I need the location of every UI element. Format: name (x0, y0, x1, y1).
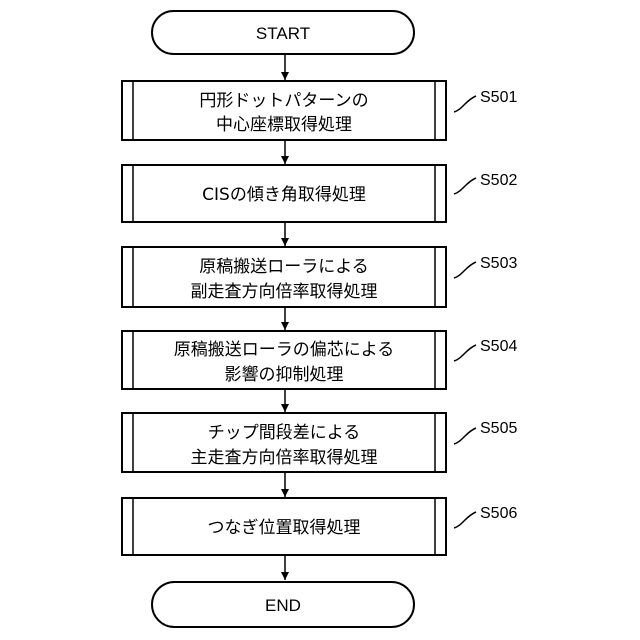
start-terminal: START (152, 11, 414, 54)
leader-line-s503 (454, 262, 476, 278)
leader-line-s501 (454, 96, 476, 112)
leader-line-s502 (454, 178, 476, 194)
process-box-s505: チップ間段差による 主走査方向倍率取得処理 (122, 413, 446, 472)
process-box-s502: CISの傾き角取得処理 (122, 165, 446, 222)
step-id-s506: S506 (480, 505, 517, 522)
process-box-s501: 円形ドットパターンの 中心座標取得処理 (122, 81, 446, 140)
step-id-s505: S505 (480, 420, 517, 437)
step-label: チップ間段差による (208, 423, 361, 443)
step-label: 中心座標取得処理 (216, 115, 352, 135)
step-id-s502: S502 (480, 172, 517, 189)
step-label: 副走査方向倍率取得処理 (191, 282, 378, 302)
step-label: 影響の抑制処理 (225, 365, 344, 385)
start-label: START (256, 24, 310, 43)
step-label: CISの傾き角取得処理 (202, 185, 366, 205)
process-box-s503: 原稿搬送ローラによる 副走査方向倍率取得処理 (122, 247, 446, 307)
step-label: つなぎ位置取得処理 (208, 518, 361, 538)
process-box-s504: 原稿搬送ローラの偏芯による 影響の抑制処理 (122, 331, 446, 389)
step-id-s503: S503 (480, 255, 517, 272)
process-box-s506: つなぎ位置取得処理 (122, 498, 446, 555)
step-label: 原稿搬送ローラの偏芯による (174, 340, 395, 360)
leader-line-s505 (454, 428, 476, 444)
end-label: END (265, 596, 301, 615)
step-label: 主走査方向倍率取得処理 (191, 448, 378, 468)
step-label: 原稿搬送ローラによる (199, 257, 369, 277)
leader-line-s504 (454, 345, 476, 361)
leader-line-s506 (454, 512, 476, 528)
end-terminal: END (152, 582, 414, 627)
step-label: 円形ドットパターンの (199, 91, 368, 111)
step-id-s504: S504 (480, 338, 517, 355)
step-id-s501: S501 (480, 89, 517, 106)
